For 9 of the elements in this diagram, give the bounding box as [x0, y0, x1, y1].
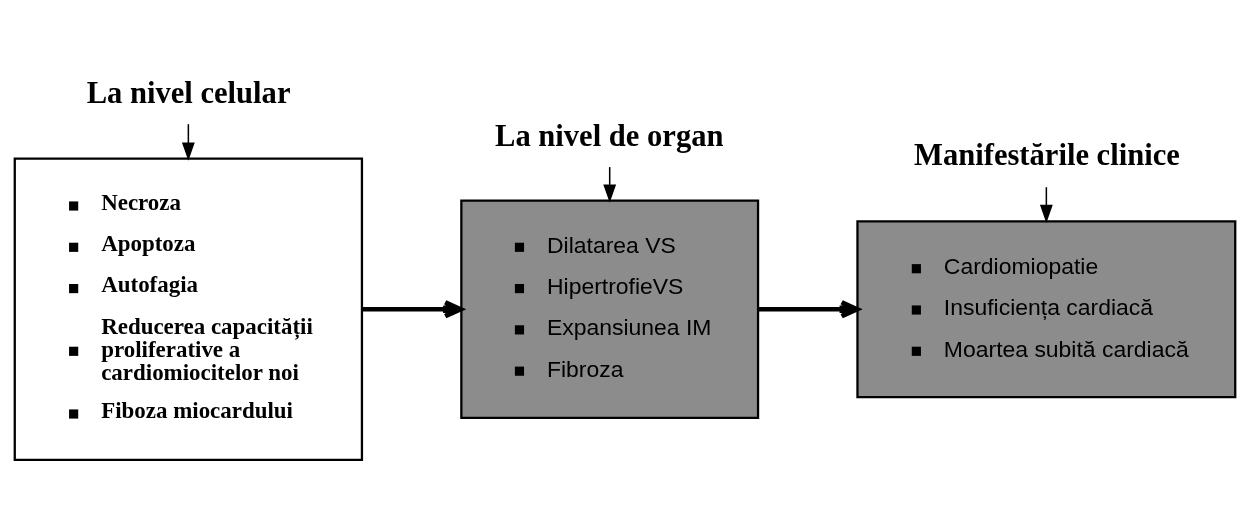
- arrow: [758, 299, 860, 318]
- node-box: Cardiomiopatie Insuficiența cardiacă Moartea subită cardiacă: [856, 219, 1237, 398]
- arrow: [362, 299, 463, 318]
- node-text: La nivel de organ: [495, 118, 724, 153]
- node-box: Dilatarea VS HipertrofieVS Expansiunea IM Fibroza: [460, 199, 760, 419]
- node-text: Manifestările clinice: [914, 137, 1180, 172]
- node-box: Necroza Apoptoza Autofagia Reducerea capacității proliferative a cardiomiocitelor noi Fiboza miocardului: [13, 156, 364, 461]
- node-text: La nivel celular: [86, 75, 291, 110]
- arrow: [181, 122, 195, 161]
